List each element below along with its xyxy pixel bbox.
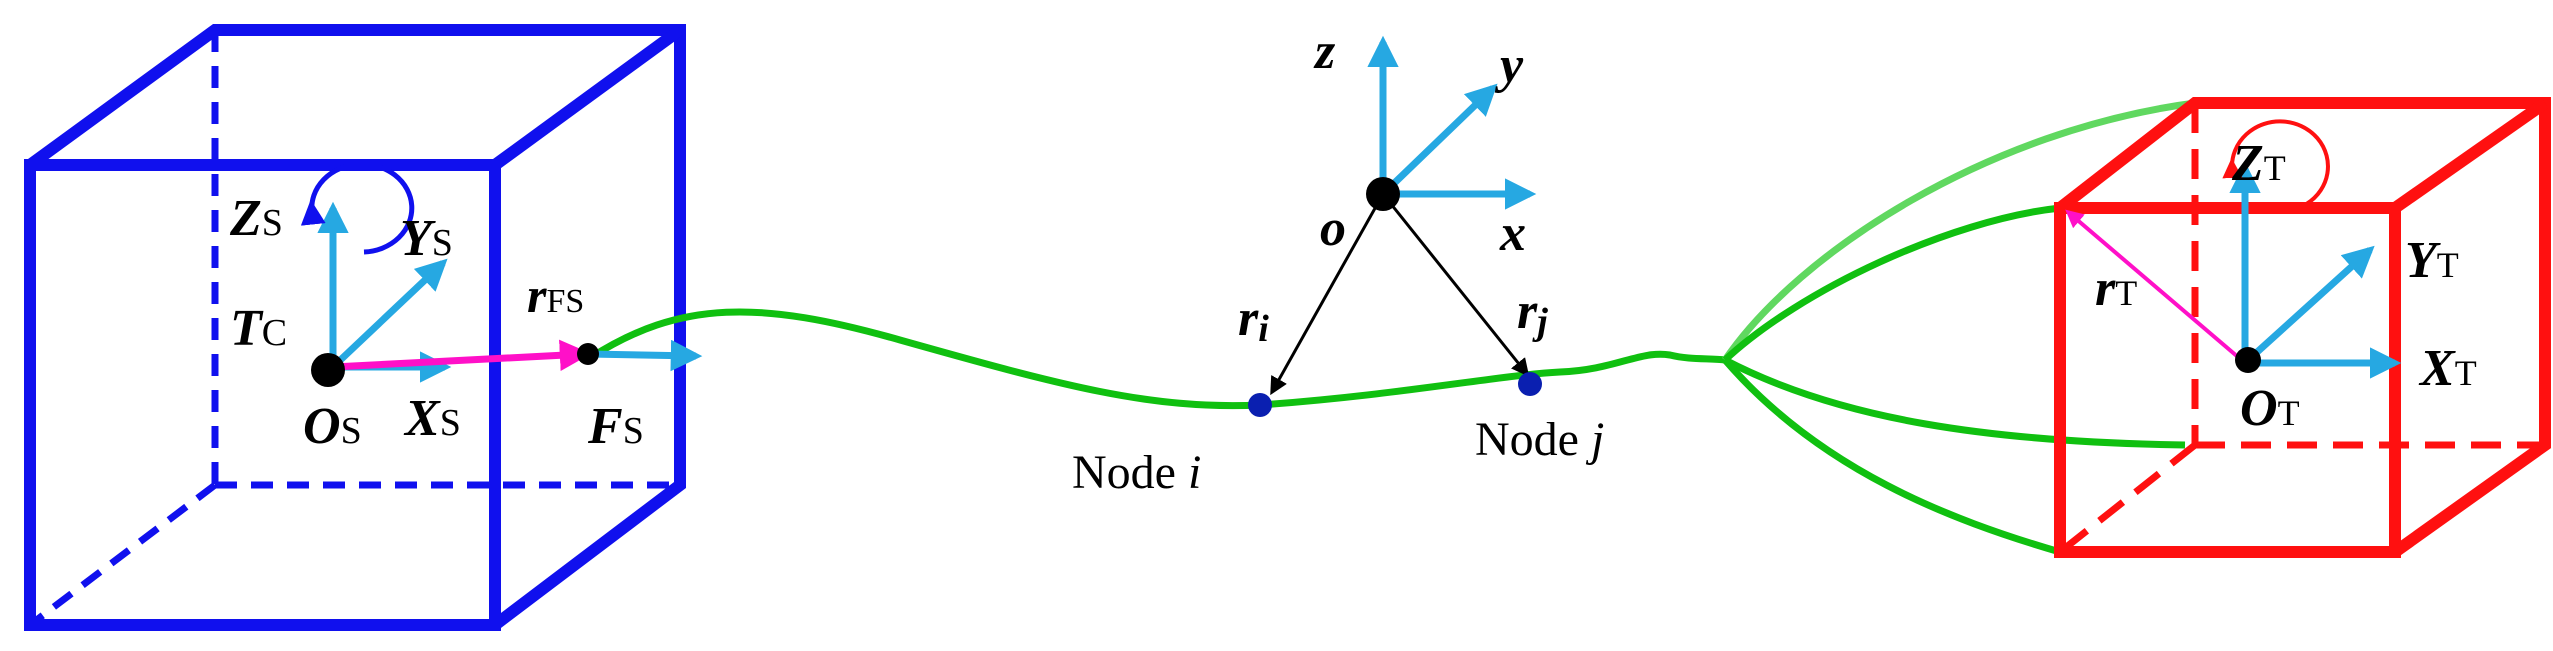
target-x-axis-label: XT — [2418, 340, 2477, 397]
source-cube-hidden-edge — [27, 482, 218, 628]
tether-force-label: FS — [587, 398, 644, 455]
inertial-x-axis-label: x — [1499, 205, 1526, 262]
source-cube-back-edges — [26, 24, 686, 630]
tether-branch-lower-mid — [1723, 356, 2186, 449]
source-origin-label: OS — [303, 398, 362, 455]
target-rotation-icon — [2222, 119, 2330, 214]
inertial-y-axis — [1380, 83, 1498, 197]
source-y-axis — [330, 258, 448, 370]
tether-branch-upper — [1722, 99, 2196, 362]
target-origin-label: OT — [2240, 380, 2300, 437]
source-torque-rotation-icon — [300, 161, 415, 255]
source-origin-point — [311, 353, 345, 387]
target-cube-edge — [2391, 98, 2549, 213]
position-vector-rj — [1381, 193, 1530, 377]
source-frame — [300, 161, 703, 387]
target-offset-vector — [2065, 209, 2247, 365]
tether — [588, 99, 2196, 556]
inertial-frame — [1248, 35, 1542, 417]
tether-branch-mid — [1722, 204, 2061, 363]
source-torque-label: TC — [230, 300, 287, 357]
source-cube-front-face — [24, 159, 501, 631]
target-debris-cube — [2054, 97, 2551, 558]
inertial-z-axis-label: z — [1313, 23, 1336, 80]
inertial-origin-point — [1366, 177, 1400, 211]
target-cube-back-edges — [2056, 97, 2551, 557]
position-vector-rj-label: rj — [1517, 283, 1548, 343]
tether-node-i — [1248, 393, 1272, 417]
source-z-axis-label: ZS — [229, 190, 283, 247]
target-z-axis-label: ZT — [2231, 135, 2286, 192]
source-offset-vector — [332, 339, 592, 372]
target-offset-vector-label: rT — [2095, 260, 2137, 317]
target-y-axis — [2242, 245, 2375, 366]
target-cube-front-face — [2054, 202, 2401, 558]
tether-main-cable — [588, 308, 1726, 410]
source-spacecraft-cube — [24, 24, 686, 631]
tether-node-j — [1518, 372, 1542, 396]
node-i-label: Node i — [1072, 446, 1201, 499]
target-y-axis-label: YT — [2405, 232, 2459, 289]
source-x-axis-label: XS — [403, 390, 461, 447]
target-cube-hidden-edge — [2057, 442, 2198, 555]
source-cube-edge — [491, 25, 684, 170]
target-frame — [2065, 119, 2402, 379]
tether-force-arrow — [587, 339, 703, 372]
tether-attachment-point — [577, 343, 599, 365]
node-j-label: Node j — [1475, 413, 1604, 466]
source-y-axis-label: YS — [400, 210, 453, 267]
position-vector-ri — [1270, 193, 1385, 396]
tether-branch-lower — [1722, 357, 2061, 556]
source-offset-vector-label: rFS — [527, 267, 584, 323]
position-vector-ri-label: ri — [1238, 290, 1269, 350]
inertial-origin-label: o — [1320, 200, 1346, 257]
target-origin-point — [2235, 347, 2261, 373]
inertial-y-axis-label: y — [1494, 37, 1524, 94]
